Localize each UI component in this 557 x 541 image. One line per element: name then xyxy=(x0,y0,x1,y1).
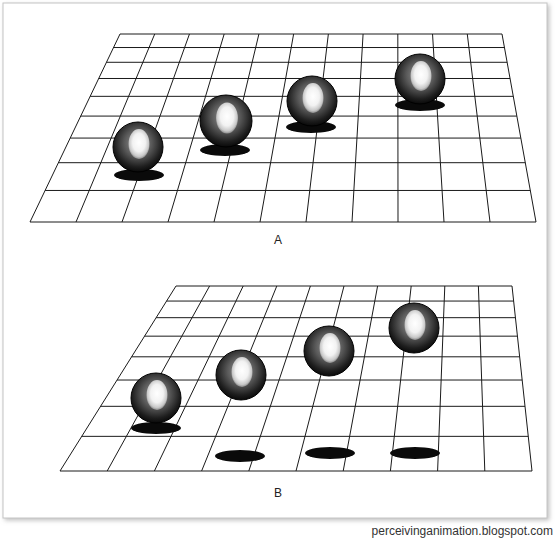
grid-line xyxy=(202,286,277,471)
ball xyxy=(216,350,266,400)
ball xyxy=(395,54,445,104)
ball-highlight xyxy=(129,129,150,159)
grid-line xyxy=(478,286,484,471)
frame xyxy=(3,3,547,518)
ball-highlight xyxy=(232,357,253,387)
grid-line xyxy=(156,317,515,318)
ball xyxy=(113,122,163,172)
balls xyxy=(113,54,445,462)
ball xyxy=(389,303,439,353)
grid-line xyxy=(114,47,505,48)
ball-body xyxy=(200,95,252,147)
ball-highlight xyxy=(405,310,426,340)
grid-line xyxy=(45,190,530,191)
grid-line xyxy=(167,301,514,302)
grid-line xyxy=(60,471,532,472)
ball-body xyxy=(304,326,354,376)
grid-line xyxy=(106,62,507,63)
ball-highlight xyxy=(320,333,341,363)
figure-label: B xyxy=(274,487,282,499)
ball-highlight xyxy=(147,380,168,410)
ball-body xyxy=(131,373,181,423)
ball xyxy=(200,95,252,147)
ball-body xyxy=(216,350,266,400)
grid-line xyxy=(30,222,536,223)
ball-highlight xyxy=(216,102,238,133)
ball xyxy=(304,326,354,376)
ball-shadow xyxy=(305,447,355,459)
ball-shadow xyxy=(215,450,265,462)
ball-highlight xyxy=(411,61,432,91)
ball xyxy=(131,373,181,423)
figure-label: A xyxy=(274,234,282,246)
ball-body xyxy=(389,303,439,353)
ball-body xyxy=(287,76,337,126)
ball-body xyxy=(395,54,445,104)
perspective-grid xyxy=(30,34,536,222)
grid-line xyxy=(343,286,377,471)
ball-body xyxy=(113,122,163,172)
perspective-grid xyxy=(60,286,532,471)
grid-line xyxy=(107,286,209,471)
grid-line xyxy=(82,436,529,437)
ball xyxy=(287,76,337,126)
watermark: perceivinganimation.blogspot.com xyxy=(372,525,553,537)
grid-line xyxy=(120,34,502,35)
grid-line xyxy=(176,286,512,287)
ball-shadow xyxy=(131,422,181,434)
grid-line xyxy=(438,286,445,471)
grid-line xyxy=(117,380,522,381)
grid-line xyxy=(512,286,532,471)
grid-line xyxy=(296,286,344,471)
ball-highlight xyxy=(303,83,324,113)
ball-shadow xyxy=(390,447,440,459)
